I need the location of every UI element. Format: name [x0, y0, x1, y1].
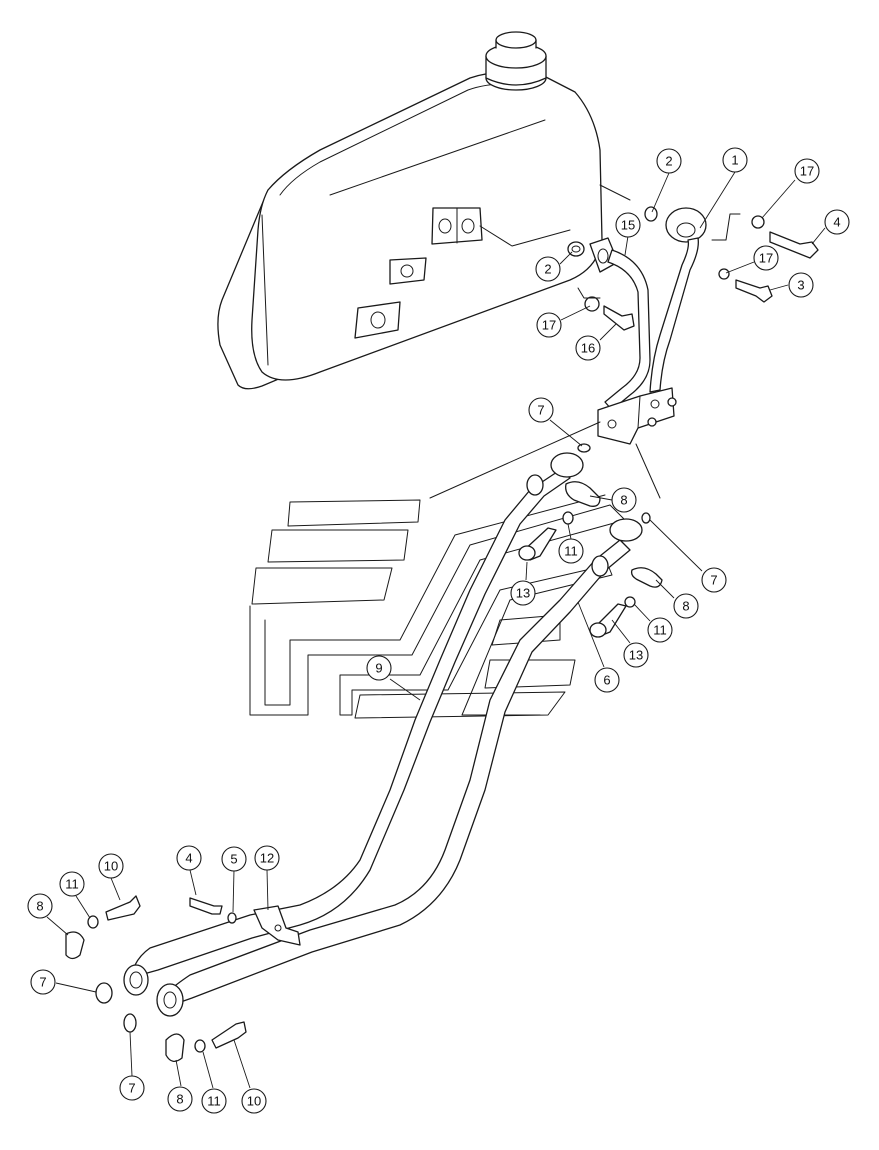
svg-text:17: 17 [542, 318, 556, 333]
svg-text:11: 11 [653, 623, 667, 638]
callout-7-d: 7 [119, 1075, 145, 1101]
callout-4: 4 [824, 209, 850, 235]
callout-2: 2 [656, 148, 682, 174]
svg-text:8: 8 [682, 599, 689, 614]
svg-text:10: 10 [104, 859, 118, 874]
callout-8-c: 8 [27, 893, 53, 919]
svg-text:8: 8 [620, 493, 627, 508]
svg-text:17: 17 [800, 164, 814, 179]
fuel-tank [217, 31, 631, 390]
callout-13: 13 [510, 580, 536, 606]
svg-text:2: 2 [544, 262, 551, 277]
callout-11-c: 11 [59, 871, 85, 897]
fuel-lines [123, 452, 643, 1017]
frame-outline [249, 421, 661, 719]
callout-4-b: 4 [176, 845, 202, 871]
svg-text:13: 13 [629, 648, 643, 663]
callout-17-b: 17 [753, 245, 779, 271]
svg-text:5: 5 [230, 852, 237, 867]
svg-text:7: 7 [128, 1081, 135, 1096]
callout-7: 7 [528, 397, 554, 423]
callout-17: 17 [794, 158, 820, 184]
callout-11-d: 11 [201, 1088, 227, 1114]
callout-8-d: 8 [167, 1086, 193, 1112]
callout-11-b: 11 [647, 617, 673, 643]
mid-hardware [518, 443, 663, 638]
callout-5: 5 [221, 846, 247, 872]
callout-10: 10 [98, 853, 124, 879]
svg-text:2: 2 [665, 154, 672, 169]
svg-text:6: 6 [603, 673, 610, 688]
leader-lines [46, 171, 826, 1089]
svg-text:7: 7 [537, 403, 544, 418]
callout-10-b: 10 [241, 1088, 267, 1114]
svg-text:8: 8 [176, 1092, 183, 1107]
callout-7-b: 7 [701, 567, 727, 593]
callout-11: 11 [558, 538, 584, 564]
svg-text:9: 9 [375, 661, 382, 676]
callout-17-c: 17 [536, 312, 562, 338]
callout-2-b: 2 [535, 256, 561, 282]
svg-text:11: 11 [65, 877, 79, 892]
callout-8: 8 [611, 487, 637, 513]
svg-text:10: 10 [247, 1094, 261, 1109]
svg-text:1: 1 [731, 153, 738, 168]
callout-12: 12 [254, 845, 280, 871]
svg-text:11: 11 [564, 544, 578, 559]
svg-text:11: 11 [207, 1094, 221, 1109]
svg-text:7: 7 [39, 975, 46, 990]
callout-15: 15 [615, 212, 641, 238]
callout-3: 3 [788, 272, 814, 298]
svg-text:7: 7 [710, 573, 717, 588]
svg-text:8: 8 [36, 899, 43, 914]
callout-13-b: 13 [623, 642, 649, 668]
svg-text:12: 12 [260, 851, 274, 866]
lower-hardware [65, 895, 247, 1062]
upper-fittings [567, 206, 819, 445]
callout-9: 9 [366, 655, 392, 681]
callout-7-c: 7 [30, 969, 56, 995]
callout-1: 1 [722, 147, 748, 173]
callout-16: 16 [575, 335, 601, 361]
svg-text:13: 13 [516, 586, 530, 601]
svg-text:16: 16 [581, 341, 595, 356]
svg-text:4: 4 [185, 851, 192, 866]
callout-8-b: 8 [673, 593, 699, 619]
svg-text:17: 17 [759, 251, 773, 266]
callout-6: 6 [594, 667, 620, 693]
svg-text:4: 4 [833, 215, 840, 230]
svg-text:15: 15 [621, 218, 635, 233]
svg-text:3: 3 [797, 278, 804, 293]
